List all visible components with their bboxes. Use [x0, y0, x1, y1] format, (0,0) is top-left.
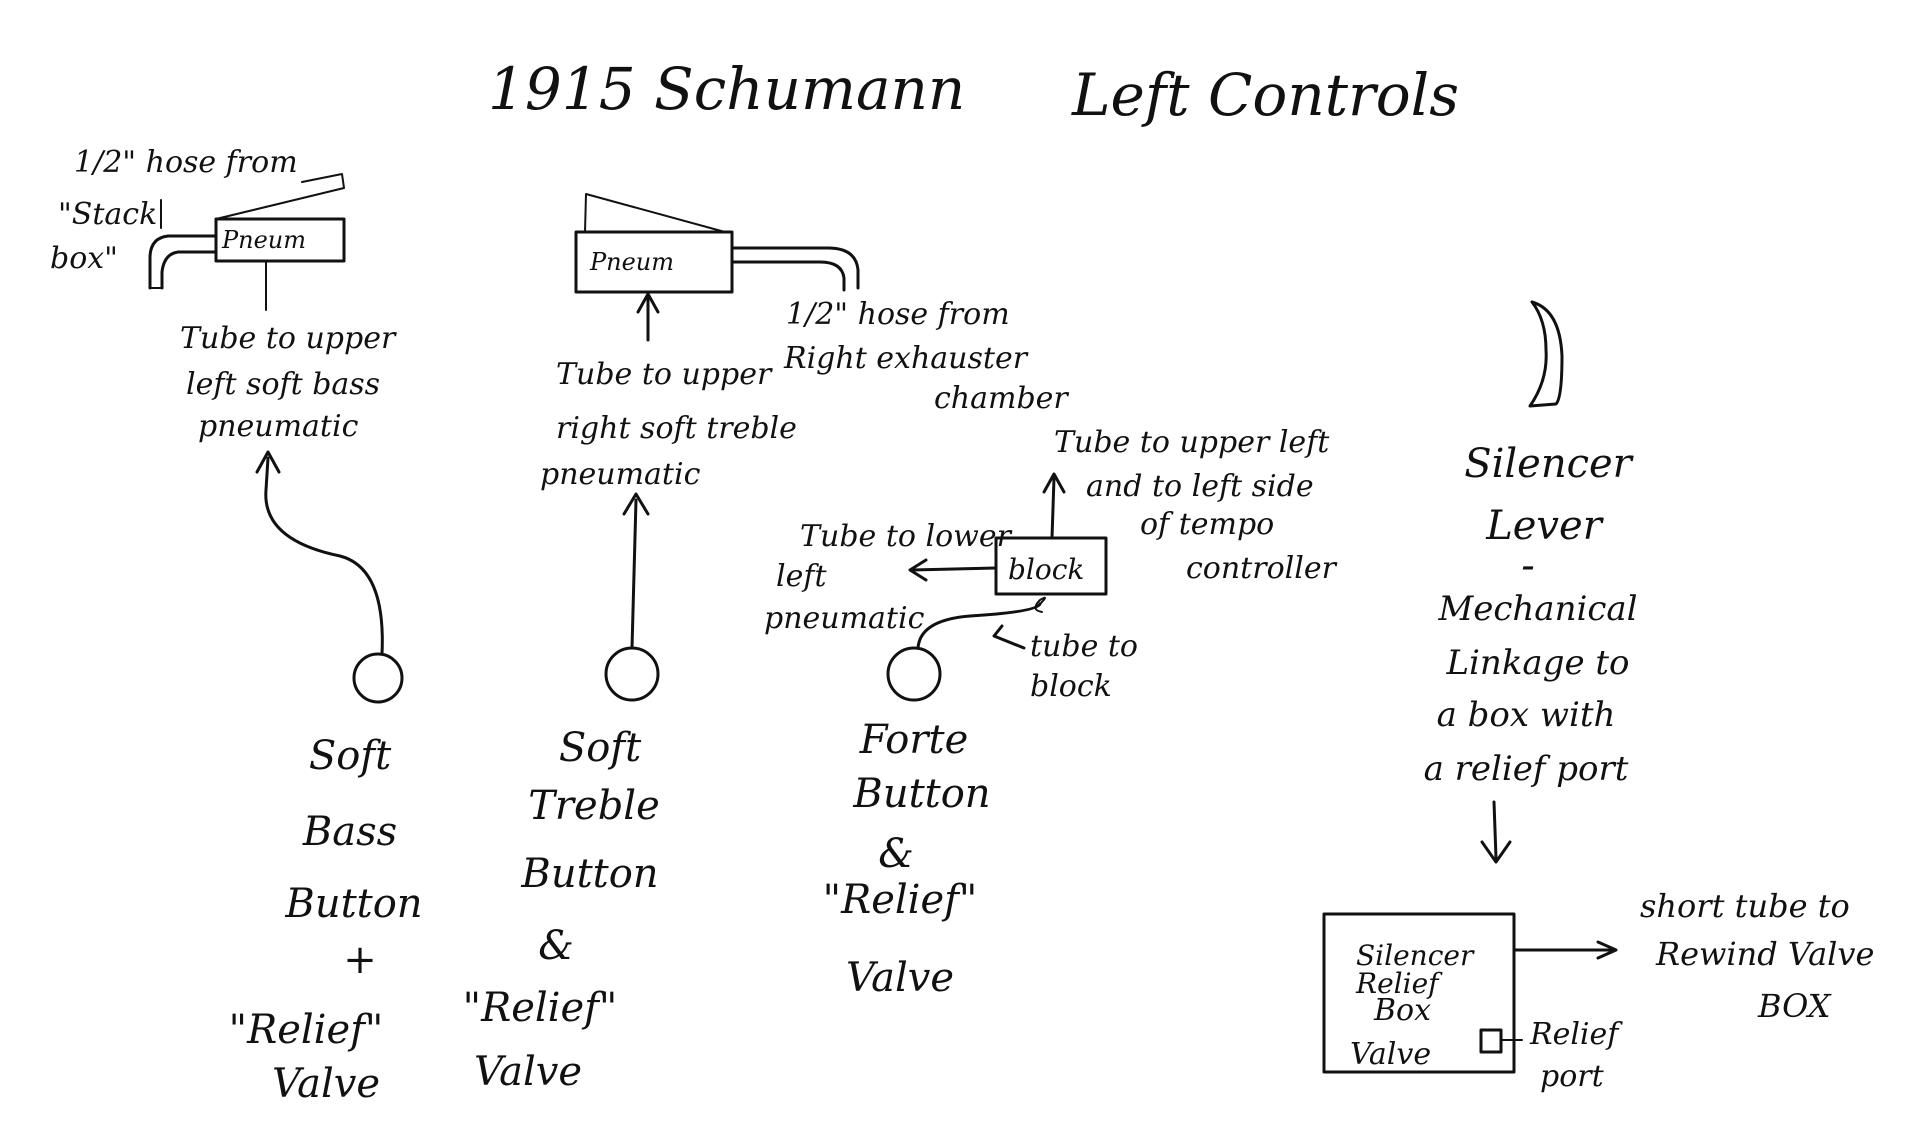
forte-upper-tube-arrowhead [1042, 472, 1066, 494]
forte-lower-note-1: Tube to lower [800, 519, 1011, 554]
soft-bass-hose-note-1: 1/2" hose from [74, 145, 298, 180]
silencer-lever-label-2: Lever [1486, 503, 1602, 549]
soft-treble-tube-note-3: pneumatic [540, 457, 701, 492]
soft-treble-hose-note-3: chamber [934, 381, 1068, 416]
silencer-lever-label-6: a box with [1436, 695, 1616, 735]
soft-bass-tube-note-3: pneumatic [198, 409, 359, 444]
silencer-box-label-4: Valve [1350, 1037, 1432, 1072]
short-tube-note-1: short tube to [1640, 887, 1850, 925]
soft-treble-pneumatic [574, 193, 860, 342]
soft-bass-hose [148, 234, 218, 290]
soft-treble-label-5: "Relief" [462, 985, 618, 1031]
forte-upper-note-4: controller [1186, 551, 1336, 586]
silencer-relief-box [1322, 912, 1618, 1074]
silencer-lever [1480, 300, 1564, 864]
forte-label-5: Valve [845, 955, 955, 1001]
forte-lower-note-3: pneumatic [764, 601, 925, 636]
soft-treble-tube-note-2: right soft treble [556, 411, 797, 446]
soft-treble-button-group [604, 492, 660, 702]
relief-port-label-2: port [1540, 1059, 1604, 1094]
silencer-lever-label-1: Silencer [1464, 441, 1632, 487]
soft-treble-tube-arrowhead [622, 492, 650, 516]
silencer-lever-label-5: Linkage to [1446, 643, 1630, 683]
soft-bass-label-2: Bass [302, 809, 398, 855]
soft-bass-pneum-box [214, 217, 346, 263]
soft-treble-hose-note-2: Right exhauster [784, 341, 1028, 376]
title-year-model: 1915 Schumann [488, 55, 966, 123]
soft-bass-pneumatic [148, 173, 346, 311]
forte-lower-note-2: left [776, 559, 827, 594]
forte-label-4: "Relief" [822, 877, 978, 923]
tube-to-block-pointer [992, 624, 1026, 650]
forte-upper-note-3: of tempo [1140, 507, 1275, 542]
forte-button [886, 646, 942, 702]
soft-treble-tube [630, 498, 638, 650]
silencer-box-label-2: Relief [1356, 967, 1439, 1000]
short-tube-note-2: Rewind Valve [1656, 935, 1875, 973]
soft-treble-hose-note-1: 1/2" hose from [786, 297, 1010, 332]
soft-bass-label-1: Soft [308, 733, 392, 779]
silencer-short-tube-arrowhead [1596, 940, 1618, 960]
forte-block-assembly [886, 472, 1108, 702]
forte-label-1: Forte [859, 717, 969, 763]
soft-bass-label-3: Button [285, 881, 423, 927]
forte-upper-note-2: and to left side [1086, 469, 1314, 504]
soft-treble-pneum-wedge [584, 193, 726, 233]
soft-treble-label-4: & [538, 923, 574, 969]
forte-block-label: block [1008, 553, 1085, 586]
silencer-lever-label-4: Mechanical [1438, 589, 1638, 629]
forte-lower-tube [910, 566, 998, 572]
forte-upper-tube [1050, 476, 1056, 540]
soft-treble-button [604, 646, 660, 702]
soft-treble-pneum-arrowhead [636, 292, 660, 314]
soft-bass-pneum-wedge [215, 173, 345, 220]
silencer-lever-label-3: - [1521, 543, 1535, 589]
forte-button-tube [916, 602, 1042, 650]
title-section: Left Controls [1072, 61, 1459, 129]
soft-bass-label-6: Valve [271, 1061, 381, 1107]
relief-port-label-1: Relief [1530, 1017, 1619, 1052]
forte-label-2: Button [853, 771, 991, 817]
soft-treble-pneum-label: Pneum [590, 248, 675, 276]
forte-block-port [1034, 596, 1046, 613]
silencer-box-label-3: Box [1374, 993, 1432, 1028]
soft-treble-label-2: Treble [528, 783, 660, 829]
soft-bass-label-5: "Relief" [228, 1007, 384, 1053]
soft-bass-tube-note-1: Tube to upper [180, 321, 396, 356]
soft-treble-label-1: Soft [558, 725, 642, 771]
tube-to-block-1: tube to [1030, 629, 1138, 664]
soft-treble-tube-note-1: Tube to upper [556, 357, 772, 392]
silencer-box [1322, 912, 1516, 1074]
soft-bass-pneum-label: Pneum [222, 226, 307, 254]
silencer-box-label-1: Silencer [1356, 939, 1474, 972]
soft-bass-hose-note-3: box" [50, 241, 118, 276]
silencer-lever-bracket [1528, 300, 1564, 408]
forte-upper-note-1: Tube to upper left [1054, 425, 1330, 460]
soft-bass-tube [264, 456, 384, 656]
soft-treble-label-6: Valve [473, 1049, 583, 1095]
soft-bass-button [352, 652, 404, 704]
forte-label-3: & [878, 831, 914, 877]
soft-treble-label-3: Button [521, 851, 659, 897]
soft-bass-tube-arrowhead [255, 450, 281, 474]
soft-bass-label-4: + [343, 937, 377, 983]
silencer-linkage-arrowhead [1480, 840, 1512, 864]
soft-treble-hose [730, 246, 860, 290]
soft-treble-hose-inner [730, 260, 846, 292]
soft-bass-button-group [255, 450, 404, 704]
silencer-lever-label-7: a relief port [1423, 749, 1629, 789]
soft-bass-tube-note-2: left soft bass [186, 367, 381, 402]
soft-bass-hose-inner [160, 250, 218, 290]
soft-bass-hose-note-2: "Stack [58, 197, 158, 232]
relief-port [1479, 1028, 1503, 1054]
tube-to-block-2: block [1030, 669, 1112, 704]
short-tube-note-3: BOX [1758, 987, 1831, 1025]
forte-lower-tube-arrowhead [908, 558, 928, 582]
silencer-linkage-arrow [1492, 800, 1498, 860]
